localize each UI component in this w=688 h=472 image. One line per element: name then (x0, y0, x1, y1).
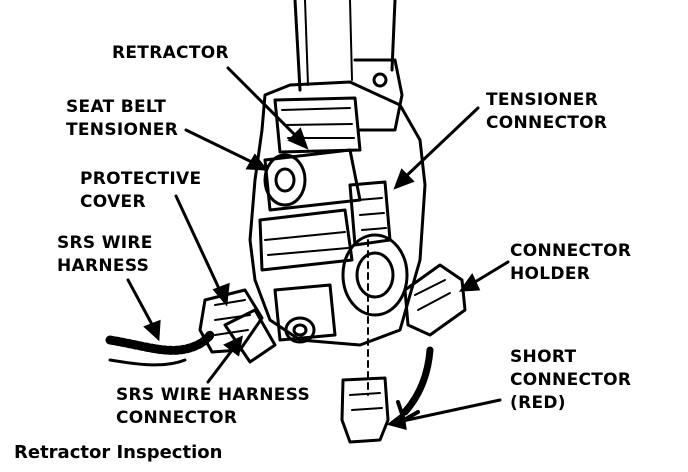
label-retractor: RETRACTOR (112, 43, 229, 63)
label-seat-belt-tensioner-line1: SEAT BELT (66, 97, 167, 117)
retractor-mid-section (258, 208, 354, 272)
motion-arrow (401, 346, 434, 416)
retractor-body (248, 80, 427, 347)
leader-harness-connector (206, 343, 238, 384)
mount-bracket (273, 283, 337, 342)
label-short-connector-line1: SHORT (510, 347, 577, 367)
leader-protective-cover (174, 194, 224, 297)
label-tensioner-connector-line1: TENSIONER (486, 90, 599, 110)
label-connector-holder-line2: HOLDER (510, 264, 591, 284)
wire-harness (105, 330, 215, 355)
leader-wire-harness (126, 278, 157, 332)
protective-cover-shape (223, 308, 277, 364)
retractor-drum (341, 233, 409, 317)
connector-holder-shape (403, 263, 467, 337)
label-srs-wire-harness-connector-line2: CONNECTOR (116, 408, 238, 428)
leader-short-connector (396, 398, 502, 424)
leader-connector-holder (468, 260, 510, 287)
upper-bracket (353, 58, 404, 132)
seat-belt-webbing (293, 0, 397, 92)
retractor-housing (273, 96, 362, 154)
label-connector-holder-line1: CONNECTOR (510, 241, 632, 261)
tensioner-connector-shape (348, 180, 392, 247)
label-srs-wire-harness-connector-line1: SRS WIRE HARNESS (116, 385, 311, 405)
label-seat-belt-tensioner-line2: TENSIONER (66, 120, 179, 140)
label-tensioner-connector-line2: CONNECTOR (486, 113, 608, 133)
short-connector-shape (340, 376, 390, 444)
figure-caption: Retractor Inspection (14, 442, 223, 463)
leader-tensioner-connector (400, 106, 480, 182)
label-short-connector-line2: CONNECTOR (510, 370, 632, 390)
leader-tensioner (184, 128, 260, 167)
label-short-connector-line3: (RED) (510, 393, 566, 413)
tensioner-cylinder (263, 148, 362, 212)
leader-retractor (226, 66, 302, 142)
label-protective-cover-line1: PROTECTIVE (80, 169, 202, 189)
label-srs-wire-harness-line2: HARNESS (57, 256, 150, 276)
label-srs-wire-harness-line1: SRS WIRE (57, 233, 153, 253)
label-protective-cover-line2: COVER (80, 192, 146, 212)
